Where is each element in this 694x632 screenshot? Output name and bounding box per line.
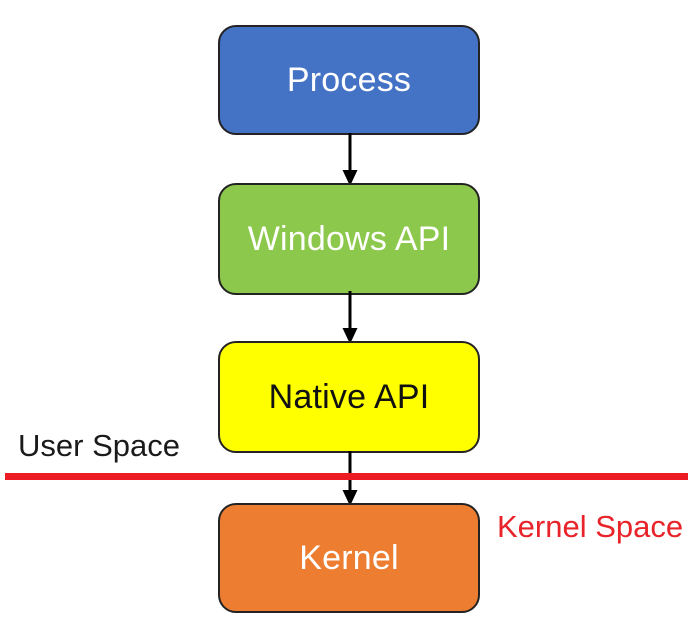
- user-kernel-boundary-line: [5, 473, 688, 480]
- kernel-space-label: Kernel Space: [497, 509, 684, 544]
- node-kernel-label: Kernel: [299, 539, 399, 577]
- node-process-label: Process: [286, 61, 412, 99]
- node-kernel[interactable]: Kernel: [218, 503, 480, 613]
- connector-process-to-windows-api: [341, 133, 359, 187]
- node-windows-api[interactable]: Windows API: [218, 183, 480, 295]
- connector-native-api-to-kernel: [341, 451, 359, 507]
- user-space-label: User Space: [18, 428, 180, 463]
- node-process[interactable]: Process: [218, 25, 480, 135]
- node-native-api[interactable]: Native API: [218, 341, 480, 453]
- node-windows-api-label: Windows API: [247, 220, 451, 258]
- node-native-api-label: Native API: [268, 378, 430, 416]
- connector-windows-api-to-native-api: [341, 291, 359, 345]
